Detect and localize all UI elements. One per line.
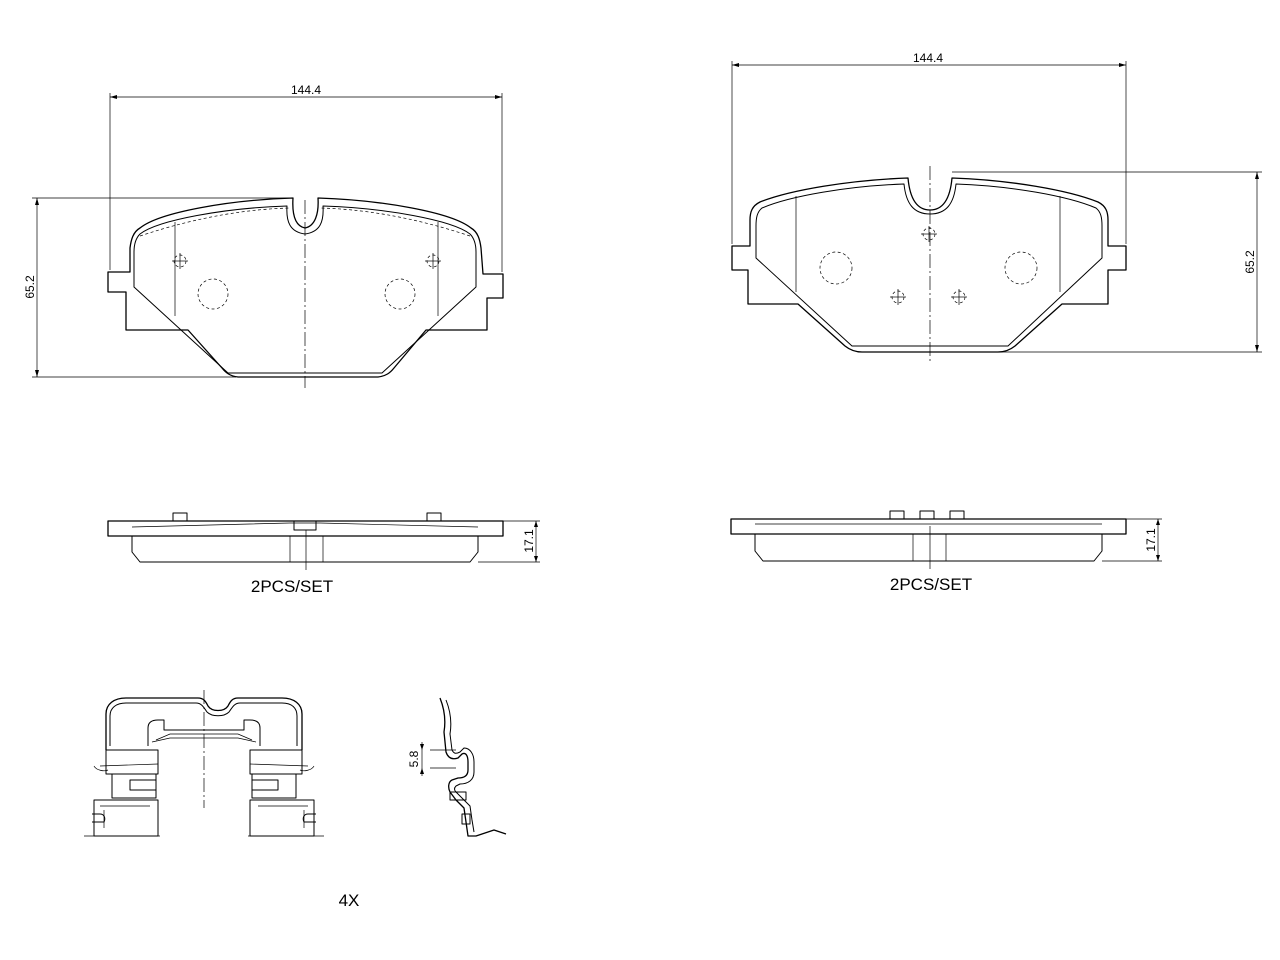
right-pad-front-view [731, 166, 1127, 364]
right-width-value: 144.4 [913, 51, 943, 65]
left-pad-front-view [107, 197, 504, 388]
left-pad-width-dimension: 144.4 [109, 83, 503, 272]
clip-spring-dimension: 5.8 [407, 742, 424, 776]
left-pad-height-dimension: 65.2 [23, 197, 290, 378]
left-set-label: 2PCS/SET [251, 577, 333, 596]
right-pad-side-view [730, 510, 1127, 569]
right-pad-thickness-dimension: 17.1 [1102, 518, 1162, 562]
left-width-value: 144.4 [291, 83, 321, 97]
left-pad-side-view [107, 512, 504, 570]
right-pad-width-dimension: 144.4 [731, 51, 1127, 244]
clip-side-view [430, 697, 507, 837]
clip-spring-value: 5.8 [407, 750, 421, 767]
left-height-value: 65.2 [23, 275, 37, 299]
right-thickness-value: 17.1 [1144, 528, 1158, 552]
left-pad-thickness-dimension: 17.1 [478, 520, 540, 563]
clip-quantity-label: 4X [339, 891, 360, 910]
clip-front-view [84, 690, 324, 837]
right-height-value: 65.2 [1243, 250, 1257, 274]
left-thickness-value: 17.1 [522, 529, 536, 553]
right-pad-height-dimension: 65.2 [952, 171, 1262, 353]
right-set-label: 2PCS/SET [890, 575, 972, 594]
